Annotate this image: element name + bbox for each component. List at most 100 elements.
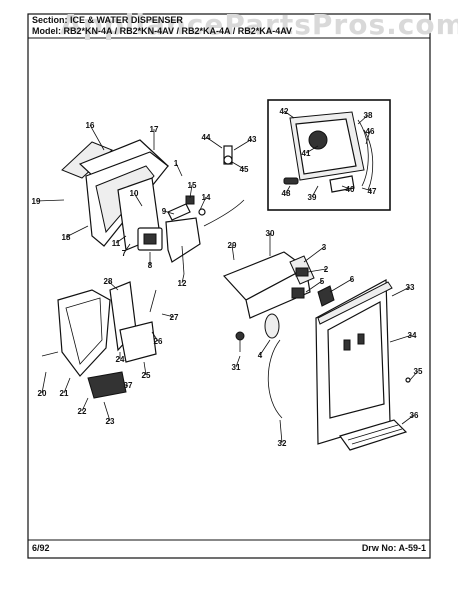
drawing-number: Drw No: A-59-1 xyxy=(362,543,426,553)
callout-leader-39 xyxy=(311,185,319,198)
callout-23: 23 xyxy=(106,417,115,426)
callout-17: 17 xyxy=(150,125,159,134)
callout-40: 40 xyxy=(346,185,355,194)
callout-leader-37 xyxy=(125,384,129,387)
callout-leader-46 xyxy=(365,130,371,145)
dispenser-panel xyxy=(315,279,411,445)
callout-leader-38 xyxy=(357,114,369,125)
callout-25: 25 xyxy=(142,371,151,380)
callout-leader-48 xyxy=(285,185,291,194)
section-title: Section: ICE & WATER DISPENSER xyxy=(32,15,183,25)
callout-leader-16 xyxy=(89,124,105,151)
callout-26: 26 xyxy=(154,337,163,346)
callout-leader-41 xyxy=(305,145,319,154)
callout-8: 8 xyxy=(148,261,153,270)
page-frame xyxy=(27,13,431,559)
callout-24: 24 xyxy=(116,355,125,364)
callout-leader-47 xyxy=(361,187,373,192)
callout-41: 41 xyxy=(302,149,311,158)
callout-leader-43 xyxy=(233,138,253,151)
model-line: Model: RB2*KN-4A / RB2*KN-4AV / RB2*KA-4… xyxy=(32,26,292,36)
callout-leader-15 xyxy=(189,184,193,199)
callout-43: 43 xyxy=(248,135,257,144)
callout-19: 19 xyxy=(32,197,41,206)
callout-leader-44 xyxy=(205,136,223,149)
callout-29: 29 xyxy=(228,241,237,250)
drip-tray-grille xyxy=(339,419,408,451)
callout-leader-3 xyxy=(303,246,325,263)
callout-18: 18 xyxy=(62,233,71,242)
callout-leader-23 xyxy=(103,401,111,422)
callout-5: 5 xyxy=(320,277,325,286)
callout-20: 20 xyxy=(38,389,47,398)
callout-leader-35 xyxy=(409,370,419,381)
callout-14: 14 xyxy=(202,193,211,202)
wire-13 xyxy=(203,199,245,227)
callout-48: 48 xyxy=(282,189,291,198)
callout-27: 27 xyxy=(170,313,179,322)
callout-leader-32 xyxy=(279,419,283,444)
callout-leader-34 xyxy=(389,334,413,343)
parts-2-3-5-6 xyxy=(291,267,335,307)
watermark-text: AppliancePartsPros.com xyxy=(60,8,458,41)
callout-11: 11 xyxy=(112,239,121,248)
callout-2: 2 xyxy=(324,265,329,274)
callout-7: 7 xyxy=(122,249,127,258)
callout-leader-2 xyxy=(307,268,327,273)
callout-leader-25 xyxy=(143,361,147,376)
callout-30: 30 xyxy=(266,229,275,238)
small-parts-9-14-15 xyxy=(167,195,206,221)
callout-leader-45 xyxy=(231,161,245,170)
callout-leader-9 xyxy=(163,210,175,215)
footer-date: 6/92 xyxy=(32,543,50,553)
callout-22: 22 xyxy=(78,407,87,416)
callout-44: 44 xyxy=(202,133,211,142)
callout-leader-12 xyxy=(181,273,185,284)
actuator-housing xyxy=(222,251,315,319)
funnel-4 xyxy=(235,313,280,352)
callout-32: 32 xyxy=(278,439,287,448)
callout-46: 46 xyxy=(366,127,375,136)
callout-28: 28 xyxy=(104,277,113,286)
callout-leader-19 xyxy=(35,199,65,202)
callout-38: 38 xyxy=(364,111,373,120)
callout-9: 9 xyxy=(162,207,167,216)
valve-43-44-45 xyxy=(223,145,233,165)
callout-leader-5 xyxy=(305,280,323,293)
callout-leader-18 xyxy=(65,225,89,238)
callout-leader-4 xyxy=(259,339,271,356)
callout-leader-42 xyxy=(283,110,295,119)
callout-leader-26 xyxy=(151,331,159,342)
switch-bracket-12 xyxy=(165,217,201,275)
callout-6: 6 xyxy=(350,275,355,284)
callout-33: 33 xyxy=(406,283,415,292)
callout-3: 3 xyxy=(322,243,327,252)
callout-leader-20 xyxy=(41,371,47,394)
callout-leader-22 xyxy=(81,397,89,412)
callout-leader-21 xyxy=(63,377,71,394)
callout-45: 45 xyxy=(240,165,249,174)
callout-leader-7 xyxy=(123,243,131,254)
callout-leader-10 xyxy=(133,192,143,207)
callout-42: 42 xyxy=(280,107,289,116)
callout-leader-6 xyxy=(329,278,353,293)
inset-detail-box xyxy=(267,99,391,211)
callout-leader-1 xyxy=(175,162,183,177)
callout-leader-29 xyxy=(231,244,235,261)
callout-16: 16 xyxy=(86,121,95,130)
callout-37: 37 xyxy=(124,381,133,390)
water-tube-32 xyxy=(267,339,283,419)
callout-leader-27 xyxy=(161,313,175,318)
inset-module-assembly xyxy=(283,111,374,193)
solenoid-bracket xyxy=(137,227,163,251)
callout-1: 1 xyxy=(174,159,179,168)
callout-36: 36 xyxy=(410,411,419,420)
callout-21: 21 xyxy=(60,389,69,398)
callout-leader-31 xyxy=(235,355,241,368)
callout-leader-40 xyxy=(341,185,351,190)
callout-12: 12 xyxy=(178,279,187,288)
callout-leader-28 xyxy=(107,280,119,291)
callout-10: 10 xyxy=(130,189,139,198)
